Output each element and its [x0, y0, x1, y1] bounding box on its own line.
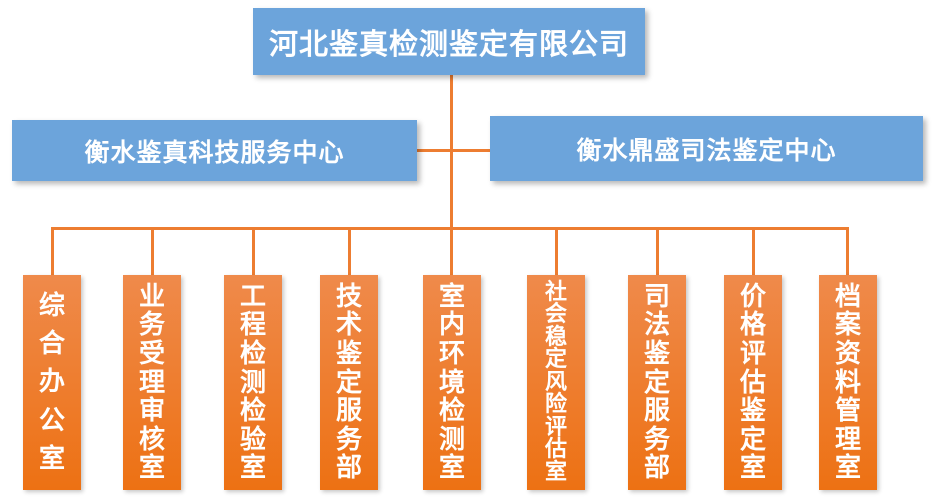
dept-label-char: 资: [834, 338, 861, 369]
dept-label-char: 定: [643, 367, 670, 398]
dept-label-char: 料: [834, 367, 861, 398]
center-left-label: 衡水鉴真科技服务中心: [84, 137, 345, 167]
dept-label-char: 室: [544, 459, 567, 485]
dept-label-char: 服: [643, 396, 670, 427]
dept-label-char: 案: [834, 310, 861, 341]
dept-label-char: 鉴: [643, 338, 670, 369]
dept-label-char: 检: [239, 396, 266, 427]
dept-label-char: 档: [834, 281, 861, 312]
connector-centers-horizontal: [417, 149, 490, 152]
dept-label-char: 合: [38, 329, 65, 360]
dept-label-char: 室: [834, 453, 861, 484]
dept-label-char: 格: [739, 310, 766, 341]
dept-label-char: 室: [239, 453, 266, 484]
root-company-label: 河北鉴真检测鉴定有限公司: [268, 26, 629, 61]
dept-label-char: 技: [335, 281, 362, 312]
dept-label-char: 价: [739, 281, 766, 312]
connector-drop-3: [252, 227, 255, 275]
connector-drop-2: [151, 227, 154, 275]
dept-label-char: 部: [643, 453, 670, 484]
connector-drop-9: [846, 227, 849, 275]
dept-label-char: 理: [834, 424, 861, 455]
center-box-jianzhen-tech-service: 衡水鉴真科技服务中心: [12, 120, 417, 181]
dept-box-social-stability-risk-assessment: 社会稳定风险评估室: [527, 275, 585, 490]
dept-label-char: 术: [335, 310, 362, 341]
dept-label-char: 司: [643, 281, 670, 312]
center-box-dingsheng-judicial: 衡水鼎盛司法鉴定中心: [490, 116, 923, 181]
dept-label-char: 验: [239, 424, 266, 455]
dept-label-char: 审: [138, 396, 165, 427]
dept-label-char: 评: [544, 414, 567, 440]
dept-label-char: 理: [138, 367, 165, 398]
dept-label-char: 办: [38, 367, 65, 398]
dept-label-char: 服: [335, 396, 362, 427]
dept-label-char: 险: [544, 392, 567, 417]
dept-label-char: 内: [438, 310, 465, 341]
dept-label-char: 测: [438, 424, 465, 455]
dept-label-char: 业: [138, 281, 165, 312]
dept-label-char: 务: [643, 424, 670, 455]
dept-label-char: 综: [38, 291, 65, 322]
dept-label-char: 工: [239, 281, 266, 312]
dept-label-char: 室: [438, 281, 465, 312]
connector-drop-7: [656, 227, 659, 275]
dept-box-general-office: 综合办公室: [23, 275, 81, 490]
dept-label-char: 室: [138, 453, 165, 484]
center-right-label: 衡水鼎盛司法鉴定中心: [576, 135, 837, 165]
dept-label-char: 鉴: [335, 338, 362, 369]
dept-label-char: 法: [643, 310, 670, 341]
dept-label-char: 检: [239, 338, 266, 369]
connector-drop-8: [752, 227, 755, 275]
dept-label-char: 室: [438, 453, 465, 484]
dept-box-technical-appraisal-service: 技术鉴定服务部: [320, 275, 378, 490]
dept-label-char: 境: [438, 367, 465, 398]
dept-label-char: 务: [335, 424, 362, 455]
dept-box-business-acceptance-review: 业务受理审核室: [123, 275, 181, 490]
dept-label-char: 室: [739, 453, 766, 484]
dept-box-archives-management: 档案资料管理室: [819, 275, 877, 490]
dept-label-char: 核: [138, 424, 165, 455]
connector-drop-4: [348, 227, 351, 275]
dept-label-char: 室: [38, 443, 65, 474]
connector-drop-6: [555, 227, 558, 275]
dept-label-char: 公: [38, 405, 65, 436]
dept-label-char: 测: [239, 367, 266, 398]
dept-label-char: 定: [544, 347, 567, 372]
dept-label-char: 管: [834, 396, 861, 427]
dept-box-engineering-testing-inspection: 工程检测检验室: [224, 275, 282, 490]
dept-label-char: 定: [335, 367, 362, 398]
dept-label-char: 估: [739, 367, 766, 398]
dept-box-price-evaluation-appraisal: 价格评估鉴定室: [724, 275, 782, 490]
dept-label-char: 程: [239, 310, 266, 341]
dept-label-char: 社: [544, 279, 567, 305]
connector-drop-5: [450, 227, 453, 275]
dept-box-judicial-appraisal-service: 司法鉴定服务部: [628, 275, 686, 490]
dept-label-char: 受: [138, 338, 165, 369]
dept-label-char: 评: [739, 338, 766, 369]
dept-label-char: 定: [739, 424, 766, 455]
dept-label-char: 务: [138, 310, 165, 341]
dept-label-char: 估: [544, 437, 567, 462]
dept-label-char: 鉴: [739, 396, 766, 427]
dept-label-char: 会: [544, 302, 567, 327]
dept-label-char: 检: [438, 396, 465, 427]
dept-label-char: 环: [438, 338, 465, 369]
root-company-box: 河北鉴真检测鉴定有限公司: [253, 8, 645, 75]
dept-box-indoor-environment-testing: 室内环境检测室: [423, 275, 481, 490]
dept-label-char: 稳: [544, 324, 567, 350]
dept-label-char: 部: [335, 453, 362, 484]
dept-label-char: 风: [544, 369, 567, 395]
connector-drop-1: [51, 227, 54, 275]
